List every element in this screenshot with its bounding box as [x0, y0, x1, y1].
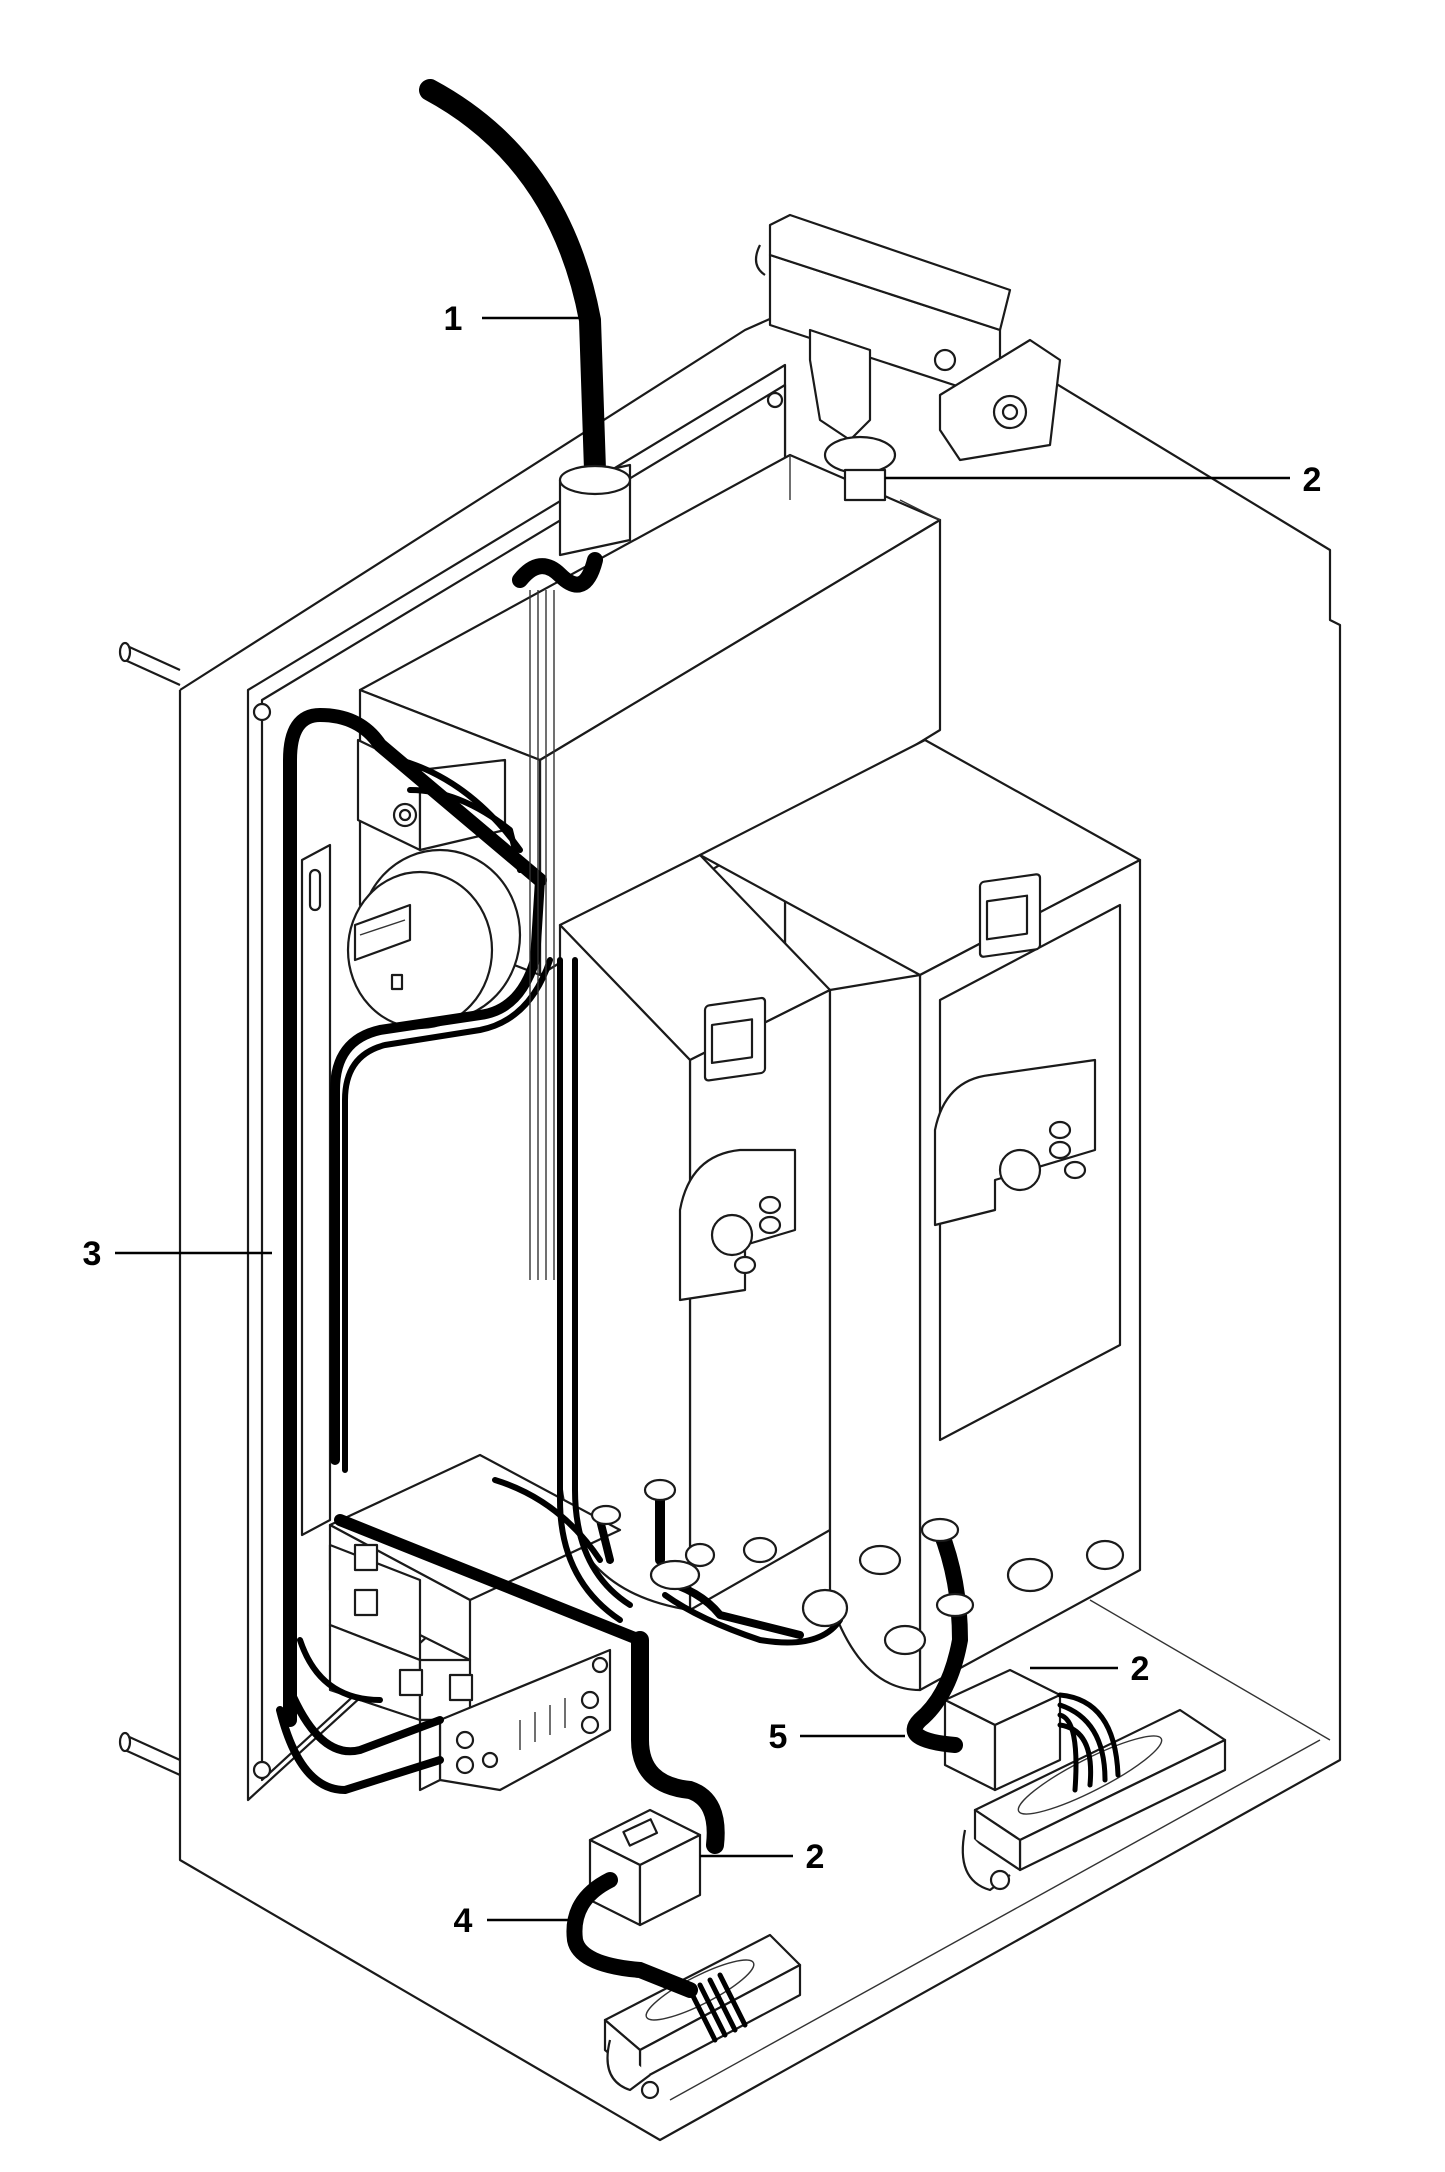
drive-right — [698, 738, 1142, 1692]
callout-2-right-label: 2 — [1131, 1650, 1150, 1688]
plate-screw-top-left — [252, 702, 272, 722]
plate-screw-bottom-left — [252, 1760, 272, 1780]
callout-2-top-label: 2 — [1303, 461, 1322, 499]
cable-main-supply — [419, 79, 632, 593]
callout-3: 3 — [83, 1235, 272, 1273]
bottom-gland-block — [588, 1808, 702, 1927]
callout-2-bottom: 2 — [700, 1838, 824, 1876]
callout-5: 5 — [769, 1718, 905, 1756]
plate-screw-top-right — [766, 391, 784, 409]
callout-2-top: 2 — [885, 461, 1321, 499]
mounting-stud-upper — [118, 641, 181, 687]
right-gland-block — [943, 1668, 1062, 1792]
top-connector — [754, 213, 1062, 502]
callout-1-label: 1 — [444, 300, 463, 338]
callout-4: 4 — [454, 1902, 570, 1940]
enclosure — [118, 308, 1342, 2142]
callout-1: 1 — [444, 300, 582, 338]
din-rail — [300, 843, 332, 1537]
mounting-stud-lower — [118, 1731, 181, 1777]
callout-5-label: 5 — [769, 1718, 788, 1756]
cable-right — [906, 1517, 1121, 1793]
right-connector-base — [961, 1708, 1227, 1892]
cable-loom-main — [276, 590, 849, 1794]
callout-3-label: 3 — [83, 1235, 102, 1273]
drive-left — [558, 853, 832, 1612]
callout-2-bottom-label: 2 — [806, 1838, 825, 1876]
cable-bottom — [566, 1631, 748, 2043]
callout-2-right: 2 — [1030, 1650, 1149, 1688]
callout-4-label: 4 — [454, 1902, 473, 1940]
